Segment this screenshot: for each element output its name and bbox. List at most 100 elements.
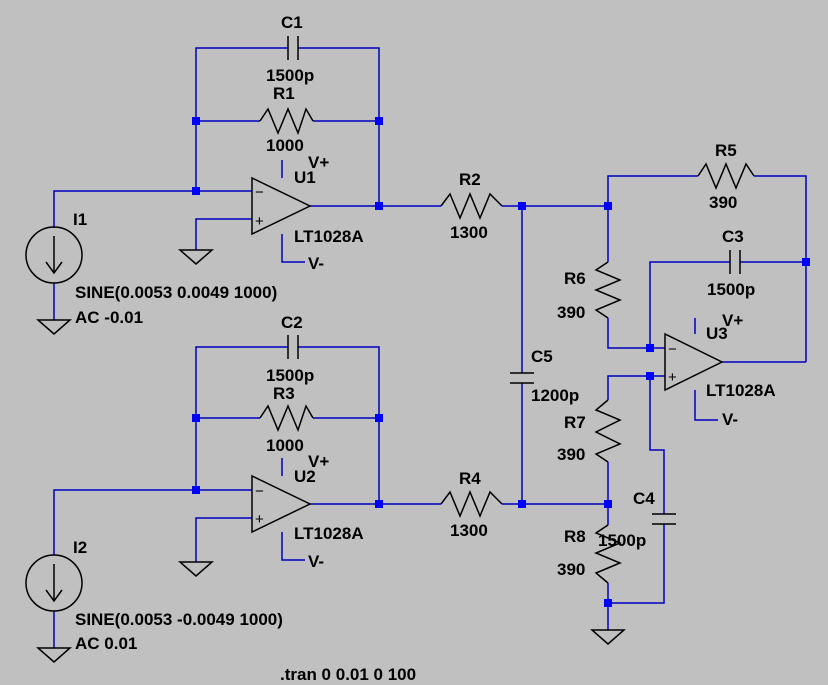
wire-r5-left[interactable]	[607, 175, 698, 206]
u2-model-label: LT1028A	[294, 524, 364, 543]
r4-name-label: R4	[459, 469, 481, 488]
i1-value-label: SINE(0.0053 0.0049 1000)	[75, 283, 277, 302]
junction-dot	[518, 202, 526, 210]
resistor-r3[interactable]	[259, 404, 314, 433]
junction-dot	[375, 202, 383, 210]
wire-u2-feedback-top[interactable]	[195, 346, 288, 418]
wires	[53, 47, 807, 648]
wire-r5-right[interactable]	[754, 175, 807, 362]
ground-icon	[36, 319, 72, 335]
c2-value-label: 1500p	[266, 366, 314, 385]
junction-dot	[192, 117, 200, 125]
c3-value-label: 1500p	[707, 280, 755, 299]
resistor-r6[interactable]	[594, 261, 622, 319]
wire-u2-vminus[interactable]	[281, 532, 305, 561]
junctions	[192, 117, 810, 607]
junction-dot	[192, 414, 200, 422]
wire-c4-top[interactable]	[649, 376, 665, 514]
r6-value-label: 390	[557, 303, 585, 322]
r2-value-label: 1300	[450, 223, 488, 242]
wire-i1-to-u1[interactable]	[53, 190, 252, 228]
c2-name-label: C2	[281, 313, 303, 332]
opamp-u3-plus-symbol: +	[668, 369, 677, 386]
wire-u3-vminus[interactable]	[694, 390, 718, 421]
ground-icon	[590, 629, 626, 645]
u2-vminus-label: V-	[308, 552, 324, 571]
u2-vplus-label: V+	[308, 452, 329, 471]
opamp-u2[interactable]: − +	[251, 474, 312, 534]
wire-r6-bottom[interactable]	[607, 318, 665, 349]
i2-name-label: I2	[73, 538, 87, 557]
u3-name-label: U3	[706, 324, 728, 343]
c5-name-label: C5	[531, 347, 553, 366]
opamp-u2-plus-symbol: +	[255, 511, 264, 528]
c3-name-label: C3	[722, 227, 744, 246]
r3-value-label: 1000	[266, 436, 304, 455]
c5-value-label: 1200p	[531, 386, 579, 405]
opamp-u1[interactable]: − +	[251, 176, 312, 236]
resistor-r1[interactable]	[259, 107, 314, 136]
i1-name-label: I1	[73, 210, 87, 229]
junction-dot	[802, 258, 810, 266]
ground-icon	[36, 647, 72, 663]
capacitor-c1[interactable]	[287, 36, 299, 60]
wire-c2-right[interactable]	[298, 346, 380, 504]
resistor-r8[interactable]	[594, 524, 622, 584]
opamp-u3-minus-symbol: −	[668, 341, 677, 358]
r1-name-label: R1	[273, 84, 295, 103]
junction-dot	[646, 372, 654, 380]
ground-icon	[178, 249, 214, 265]
junction-dot	[646, 344, 654, 352]
c4-value-label: 1500p	[598, 531, 646, 550]
junction-dot	[375, 414, 383, 422]
capacitor-c5[interactable]	[510, 372, 534, 384]
resistor-r7[interactable]	[594, 399, 622, 463]
opamp-u2-minus-symbol: −	[255, 483, 264, 500]
resistor-r5[interactable]	[697, 162, 755, 190]
r2-name-label: R2	[459, 170, 481, 189]
junction-dot	[518, 500, 526, 508]
r8-value-label: 390	[557, 560, 585, 579]
u3-vplus-label: V+	[722, 311, 743, 330]
i1-ac-label: AC -0.01	[75, 308, 143, 327]
r1-value-label: 1000	[266, 136, 304, 155]
r5-name-label: R5	[715, 141, 737, 160]
current-source-i1[interactable]	[25, 226, 83, 284]
spice-directive[interactable]: .tran 0 0.01 0 100	[280, 665, 416, 684]
junction-dot	[192, 187, 200, 195]
wire-u2-noninv-gnd[interactable]	[195, 517, 252, 562]
junction-dot	[375, 500, 383, 508]
capacitor-c2[interactable]	[287, 335, 299, 359]
c4-name-label: C4	[633, 489, 655, 508]
r8-name-label: R8	[564, 527, 586, 546]
opamp-u1-plus-symbol: +	[255, 213, 264, 230]
wire-c3-left[interactable]	[649, 261, 730, 348]
r7-name-label: R7	[564, 413, 586, 432]
u1-vminus-label: V-	[308, 254, 324, 273]
wire-u3-noninv[interactable]	[607, 375, 665, 400]
wire-i2-to-u2[interactable]	[53, 489, 252, 555]
resistor-r4[interactable]	[440, 490, 503, 518]
resistor-r2[interactable]	[440, 192, 503, 220]
r7-value-label: 390	[557, 445, 585, 464]
current-source-i2[interactable]	[25, 554, 83, 612]
wire-u1-vminus[interactable]	[281, 234, 305, 263]
i2-ac-label: AC 0.01	[75, 634, 137, 653]
junction-dot	[604, 599, 612, 607]
u2-name-label: U2	[294, 467, 316, 486]
opamp-u1-minus-symbol: −	[255, 184, 264, 201]
r6-name-label: R6	[564, 269, 586, 288]
wire-c4-bottom[interactable]	[608, 524, 665, 604]
c1-value-label: 1500p	[266, 66, 314, 85]
wire-u1-feedback-top[interactable]	[195, 47, 288, 121]
i2-value-label: SINE(0.0053 -0.0049 1000)	[75, 610, 283, 629]
opamp-u3[interactable]: − +	[664, 332, 724, 392]
junction-dot	[604, 500, 612, 508]
wire-u1-noninv-gnd[interactable]	[195, 218, 252, 250]
junction-dot	[604, 202, 612, 210]
capacitor-c3[interactable]	[729, 250, 741, 274]
junction-dot	[192, 486, 200, 494]
capacitor-c4[interactable]	[652, 513, 676, 525]
wire-c1-right[interactable]	[298, 47, 380, 206]
